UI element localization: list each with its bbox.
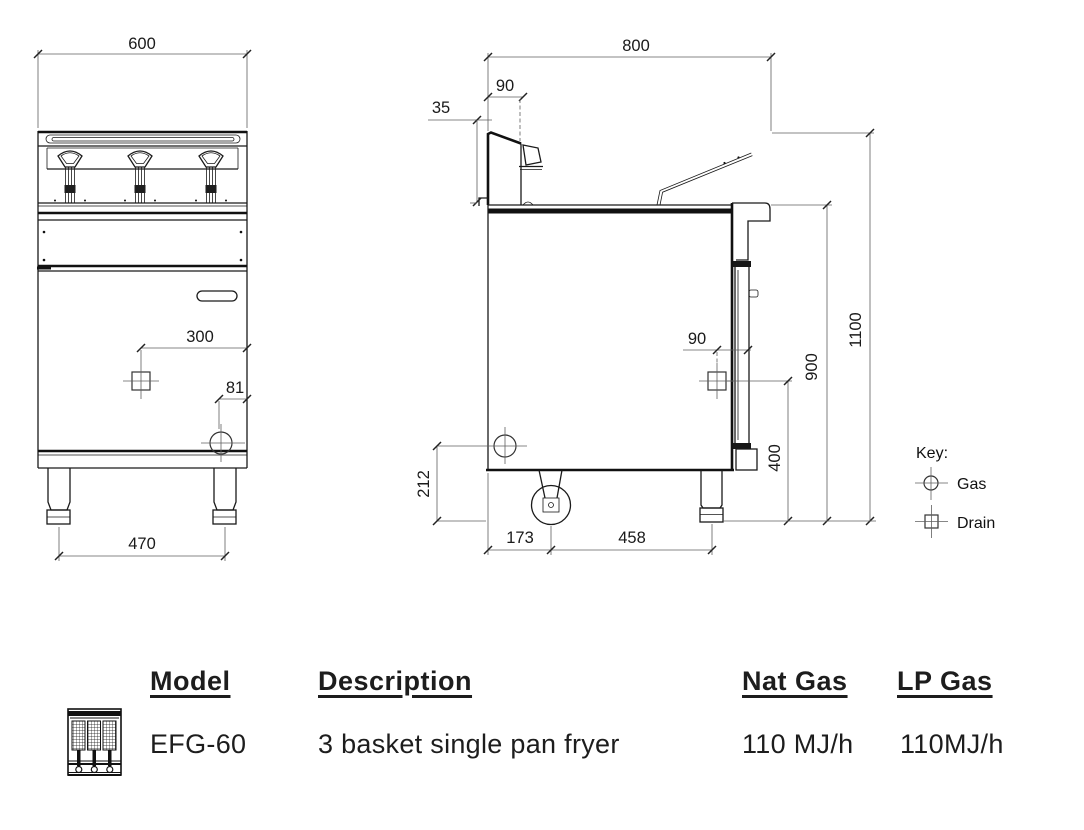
cell-model: EFG-60: [150, 729, 247, 759]
header-description: Description: [318, 666, 473, 696]
dim-side-drain-to-rear-leg: 458: [618, 529, 646, 547]
header-lp-gas: LP Gas: [897, 666, 993, 696]
basket-handle-1: [54, 150, 86, 203]
top-rail-slot: [45, 134, 241, 144]
front-view-legs: [46, 468, 237, 525]
legend-key: Key: Gas Drain: [915, 445, 995, 538]
cell-lp-gas: 110MJ/h: [900, 729, 1004, 759]
cell-nat-gas: 110 MJ/h: [742, 729, 854, 759]
side-view: [478, 131, 771, 526]
dim-side-panel-depth: 90: [496, 77, 514, 95]
key-drain-label: Drain: [957, 515, 995, 532]
dim-side-work-height: 900: [803, 353, 821, 381]
dim-front-leg-spacing: 470: [128, 535, 156, 553]
dim-side-drain-height: 400: [766, 444, 784, 472]
key-drain-icon: [915, 505, 948, 538]
rear-tab: [748, 289, 759, 298]
key-gas-icon: [915, 467, 948, 500]
front-gas-symbol: [201, 424, 245, 462]
front-drain-symbol: [123, 363, 159, 399]
dim-front-width: 600: [128, 35, 156, 53]
control-knob: [519, 144, 543, 170]
front-view-dimensions: 600 300 81 470: [33, 35, 252, 561]
dim-side-front-to-drain: 173: [506, 529, 534, 547]
cell-description: 3 basket single pan fryer: [318, 729, 620, 759]
dim-side-depth: 800: [622, 37, 650, 55]
side-drain-symbol: [699, 363, 735, 399]
key-title: Key:: [916, 445, 948, 462]
header-model: Model: [150, 666, 231, 696]
side-rear-leg: [699, 470, 724, 523]
drain-valve: [530, 469, 572, 526]
front-view: [37, 130, 248, 525]
dim-side-panel-lip: 35: [432, 99, 450, 117]
pilot-bump: [522, 201, 534, 206]
side-view-dimensions: 800 90 35 212 173 458 90: [415, 37, 876, 555]
basket-handle-3: [195, 150, 227, 203]
key-gas-label: Gas: [957, 476, 986, 493]
fryer-drawing: 600 300 81 470: [33, 35, 995, 561]
latch-mark: [37, 266, 51, 270]
side-basket-handle: [656, 152, 753, 206]
fryer-thumbnail-icon: [67, 708, 122, 776]
dim-front-gas-offset: 81: [226, 379, 244, 397]
dim-side-gas-height: 212: [415, 470, 433, 498]
header-nat-gas: Nat Gas: [742, 666, 848, 696]
dim-front-drain-offset: 300: [186, 328, 214, 346]
dim-side-total-height: 1100: [847, 312, 865, 347]
side-gas-symbol: [493, 427, 517, 464]
basket-handle-2: [124, 150, 156, 203]
dim-side-drain-rear-offset: 90: [688, 330, 706, 348]
door-handle: [196, 290, 238, 302]
